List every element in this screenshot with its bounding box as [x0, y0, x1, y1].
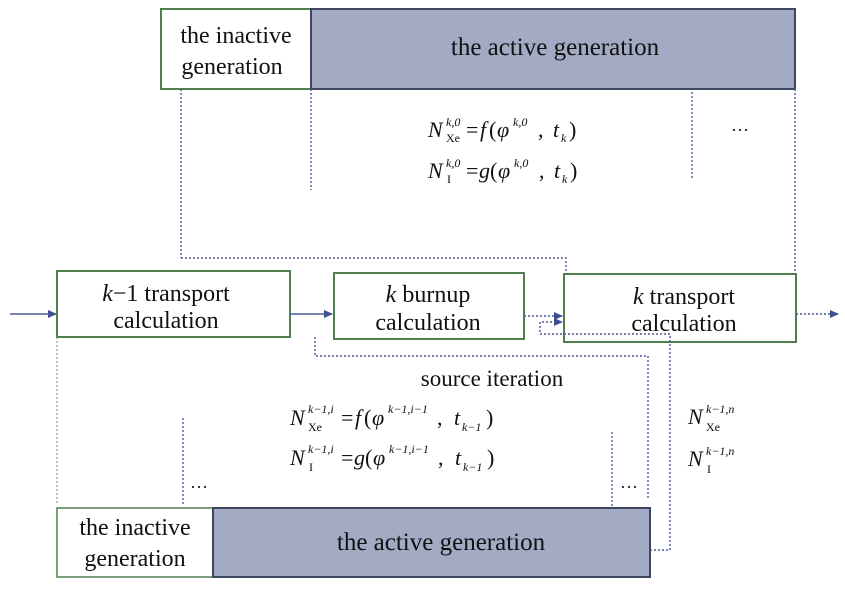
- top-eq1-t-sub: k: [561, 131, 567, 145]
- top-eq1-comma: ,: [538, 117, 544, 142]
- top-eq2-sub: I: [447, 172, 451, 186]
- top-eq2-phi-sup: k,0: [514, 156, 528, 170]
- bottom-eq1-eq: =: [341, 405, 353, 430]
- side-n2-n: N: [687, 446, 704, 471]
- bottom-eq1-sub: Xe: [308, 420, 322, 434]
- side-n2-sup: k−1,n: [706, 444, 734, 458]
- k-1-transport-rect: [56, 270, 291, 338]
- k-transport-box: k transport calculation: [563, 273, 797, 343]
- bottom-eq1-sup: k−1,i: [308, 402, 334, 416]
- bottom-eq1-close: ): [486, 405, 493, 430]
- top-eq2-n: N: [427, 158, 444, 183]
- bottom-eq2-comma: ,: [438, 445, 444, 470]
- top-eq1-n: N: [427, 117, 444, 142]
- k-1-transport-line1: k−1 transport: [102, 281, 230, 307]
- bottom-equation-i: N k−1,i I = g ( φ k−1,i−1 , t k−1 ): [289, 442, 494, 474]
- bottom-eq1-t-sub: k−1: [462, 420, 481, 434]
- bottom-eq2-sup: k−1,i: [308, 442, 334, 456]
- bottom-ellipsis-left: ···: [190, 477, 208, 497]
- bottom-inactive-label-line1: the inactive: [79, 515, 190, 541]
- side-n2-sub: I: [707, 462, 711, 476]
- top-eq1-open: (: [489, 117, 496, 142]
- top-active-label: the active generation: [451, 34, 660, 61]
- top-eq1-func: f: [480, 117, 489, 142]
- top-eq2-close: ): [570, 158, 577, 183]
- bottom-eq2-phi: φ: [373, 445, 385, 470]
- bottom-eq2-func: g: [354, 445, 365, 470]
- top-generation-bar: the inactive generation the active gener…: [160, 8, 796, 90]
- top-equation-i: N k,0 I = g ( φ k,0 , t k ): [427, 156, 577, 186]
- bottom-eq1-comma: ,: [437, 405, 443, 430]
- side-n1-n: N: [687, 404, 704, 429]
- bottom-eq1-t: t: [454, 405, 461, 430]
- top-eq2-t: t: [554, 158, 561, 183]
- bottom-eq2-t-sub: k−1: [463, 460, 482, 474]
- top-eq2-sup: k,0: [446, 156, 460, 170]
- k-1-transport-line2: calculation: [113, 308, 218, 334]
- top-eq2-func: g: [479, 158, 490, 183]
- bottom-eq2-close: ): [487, 445, 494, 470]
- top-eq2-comma: ,: [539, 158, 545, 183]
- source-iteration-loop-line: [314, 337, 649, 500]
- top-eq2-phi: φ: [498, 158, 510, 183]
- bottom-eq2-t: t: [455, 445, 462, 470]
- top-inactive-generation-box: [160, 8, 312, 90]
- top-eq2-eq: =: [466, 158, 478, 183]
- k-burnup-rect: [333, 272, 525, 340]
- bottom-eq1-open: (: [364, 405, 371, 430]
- bottom-eq2-sub: I: [309, 460, 313, 474]
- bottom-equation-xe: N k−1,i Xe = f ( φ k−1,i−1 , t k−1 ): [289, 402, 493, 434]
- top-eq1-phi: φ: [497, 117, 509, 142]
- side-n1-sup: k−1,n: [706, 402, 734, 416]
- bottom-active-generation-box: [212, 507, 651, 578]
- bottom-active-label: the active generation: [337, 529, 546, 556]
- source-iteration-label: source iteration: [421, 366, 564, 391]
- top-eq1-t: t: [553, 117, 560, 142]
- top-to-k-transport-line: [181, 257, 567, 274]
- bottom-inactive-label-line2: generation: [84, 546, 185, 572]
- side-n-xe: N k−1,n Xe: [687, 402, 734, 434]
- bottom-eq1-n: N: [289, 405, 306, 430]
- k-burnup-box: k burnup calculation: [333, 272, 525, 340]
- k-burnup-line1: k burnup: [386, 282, 471, 308]
- top-eq1-sub: Xe: [446, 131, 460, 145]
- bottom-eq1-phi: φ: [372, 405, 384, 430]
- k-1-transport-box: k−1 transport calculation: [56, 270, 291, 338]
- bottom-eq1-phi-sup: k−1,i−1: [388, 402, 428, 416]
- top-equation-xe: N k,0 Xe = f ( φ k,0 , t k ): [427, 115, 576, 145]
- bottom-generation-bar: the inactive generation the active gener…: [56, 507, 651, 578]
- top-active-generation-box: [310, 8, 796, 90]
- top-eq1-sup: k,0: [446, 115, 460, 129]
- top-inactive-label-line2: generation: [181, 54, 282, 80]
- bottom-inactive-generation-box: [56, 507, 214, 578]
- bottom-eq2-phi-sup: k−1,i−1: [389, 442, 429, 456]
- top-eq2-open: (: [490, 158, 497, 183]
- nk-1-n-feedback-line: [539, 318, 671, 551]
- top-eq1-phi-sup: k,0: [513, 115, 527, 129]
- side-n1-sub: Xe: [706, 420, 720, 434]
- k-transport-line2: calculation: [631, 311, 736, 337]
- top-eq1-eq: =: [466, 117, 478, 142]
- side-n-i: N k−1,n I: [687, 444, 734, 476]
- top-eq1-close: ): [569, 117, 576, 142]
- top-eq2-t-sub: k: [562, 172, 568, 186]
- bottom-eq1-func: f: [355, 405, 364, 430]
- k-burnup-line2: calculation: [375, 310, 480, 336]
- bottom-eq2-eq: =: [341, 445, 353, 470]
- bottom-eq2-n: N: [289, 445, 306, 470]
- k-transport-line1: k transport: [633, 284, 735, 310]
- top-ellipsis: ···: [731, 120, 749, 140]
- k-transport-rect: [563, 273, 797, 343]
- bottom-eq2-open: (: [365, 445, 372, 470]
- bottom-ellipsis-right: ···: [620, 477, 638, 497]
- top-inactive-label-line1: the inactive: [180, 23, 291, 49]
